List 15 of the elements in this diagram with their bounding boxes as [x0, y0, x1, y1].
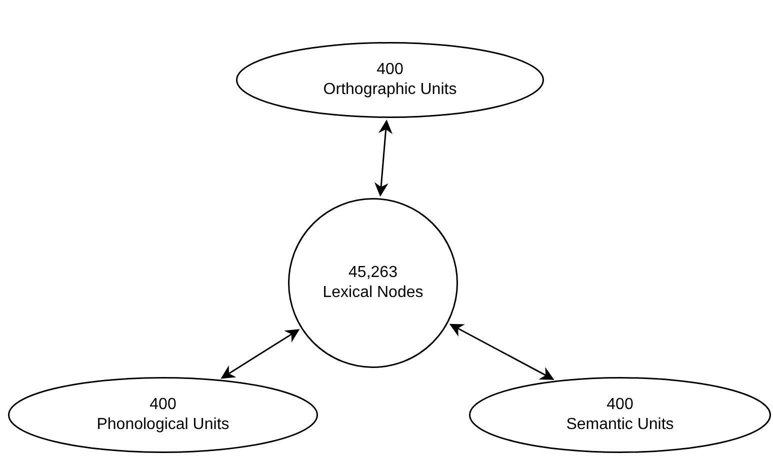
node-circle [288, 198, 458, 368]
node-ellipse [469, 377, 771, 453]
count-label: 45,263 [348, 263, 398, 283]
double-arrow [449, 324, 554, 380]
node-ellipse [236, 42, 544, 118]
double-arrow [220, 329, 300, 379]
node-label: Phonological Units [96, 415, 230, 435]
count-label: 400 [150, 395, 176, 415]
node-label: Orthographic Units [323, 80, 457, 100]
node-ellipse [8, 377, 318, 453]
double-arrow [374, 120, 392, 197]
node-label: Lexical Nodes [322, 283, 424, 303]
count-label: 400 [376, 60, 404, 80]
node-label: Semantic Units [566, 415, 674, 435]
count-label: 400 [606, 395, 634, 415]
